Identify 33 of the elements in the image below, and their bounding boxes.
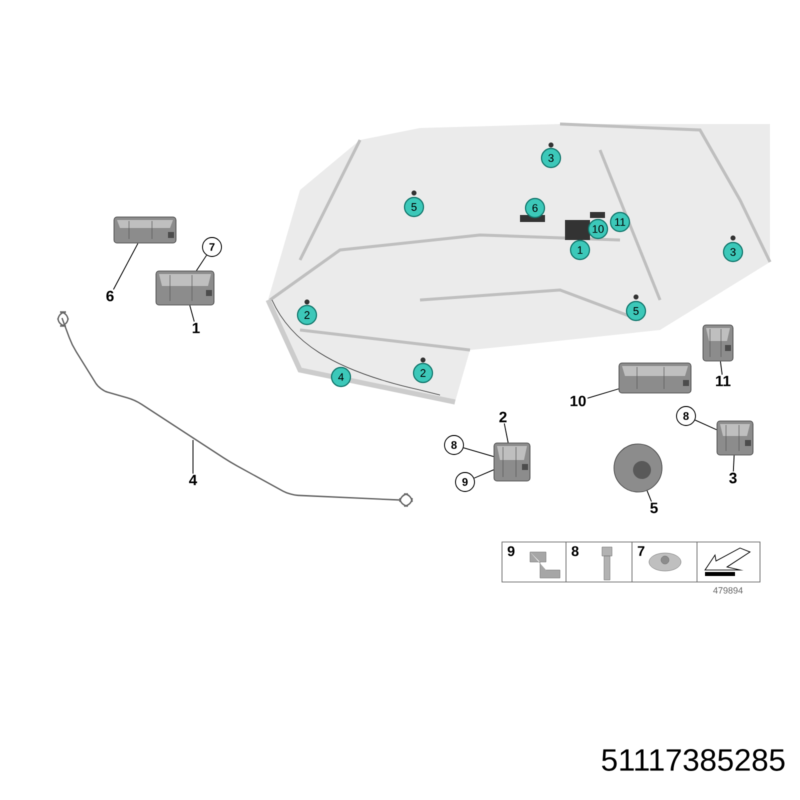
car-body-drawing	[266, 122, 772, 404]
leader-line	[587, 388, 620, 399]
part-drawing	[618, 362, 692, 394]
part-drawing	[716, 420, 754, 456]
leader-line	[504, 423, 509, 444]
callout-number: 4	[189, 474, 198, 486]
callout-number: 11	[716, 376, 731, 386]
leader-line	[732, 454, 735, 472]
leader-line	[463, 447, 494, 458]
part-number: 51117385285	[602, 749, 784, 771]
table-cell-number: 7	[638, 546, 644, 556]
table-cell-number: 9	[508, 546, 514, 556]
callout-number: 5	[650, 502, 658, 514]
leader-line	[694, 420, 718, 430]
leader-line	[113, 242, 138, 290]
leader-line	[189, 304, 195, 322]
reference-number: 479894	[713, 587, 743, 594]
callout-number: 10	[570, 396, 586, 406]
callout-number: 2	[499, 412, 507, 422]
part-drawing	[156, 270, 214, 306]
callout-number: 6	[106, 290, 114, 302]
leader-line	[192, 440, 194, 474]
part-drawing	[702, 324, 734, 362]
part-drawing	[614, 444, 662, 492]
leader-line	[646, 490, 652, 502]
leader-line	[474, 469, 494, 479]
part-drawing	[494, 442, 530, 482]
callout-number: 1	[192, 322, 200, 334]
leader-line	[720, 360, 723, 376]
callout-number: 3	[729, 472, 737, 484]
part-drawing	[114, 216, 176, 244]
table-cell-number: 8	[572, 546, 579, 556]
leader-line	[196, 254, 207, 272]
